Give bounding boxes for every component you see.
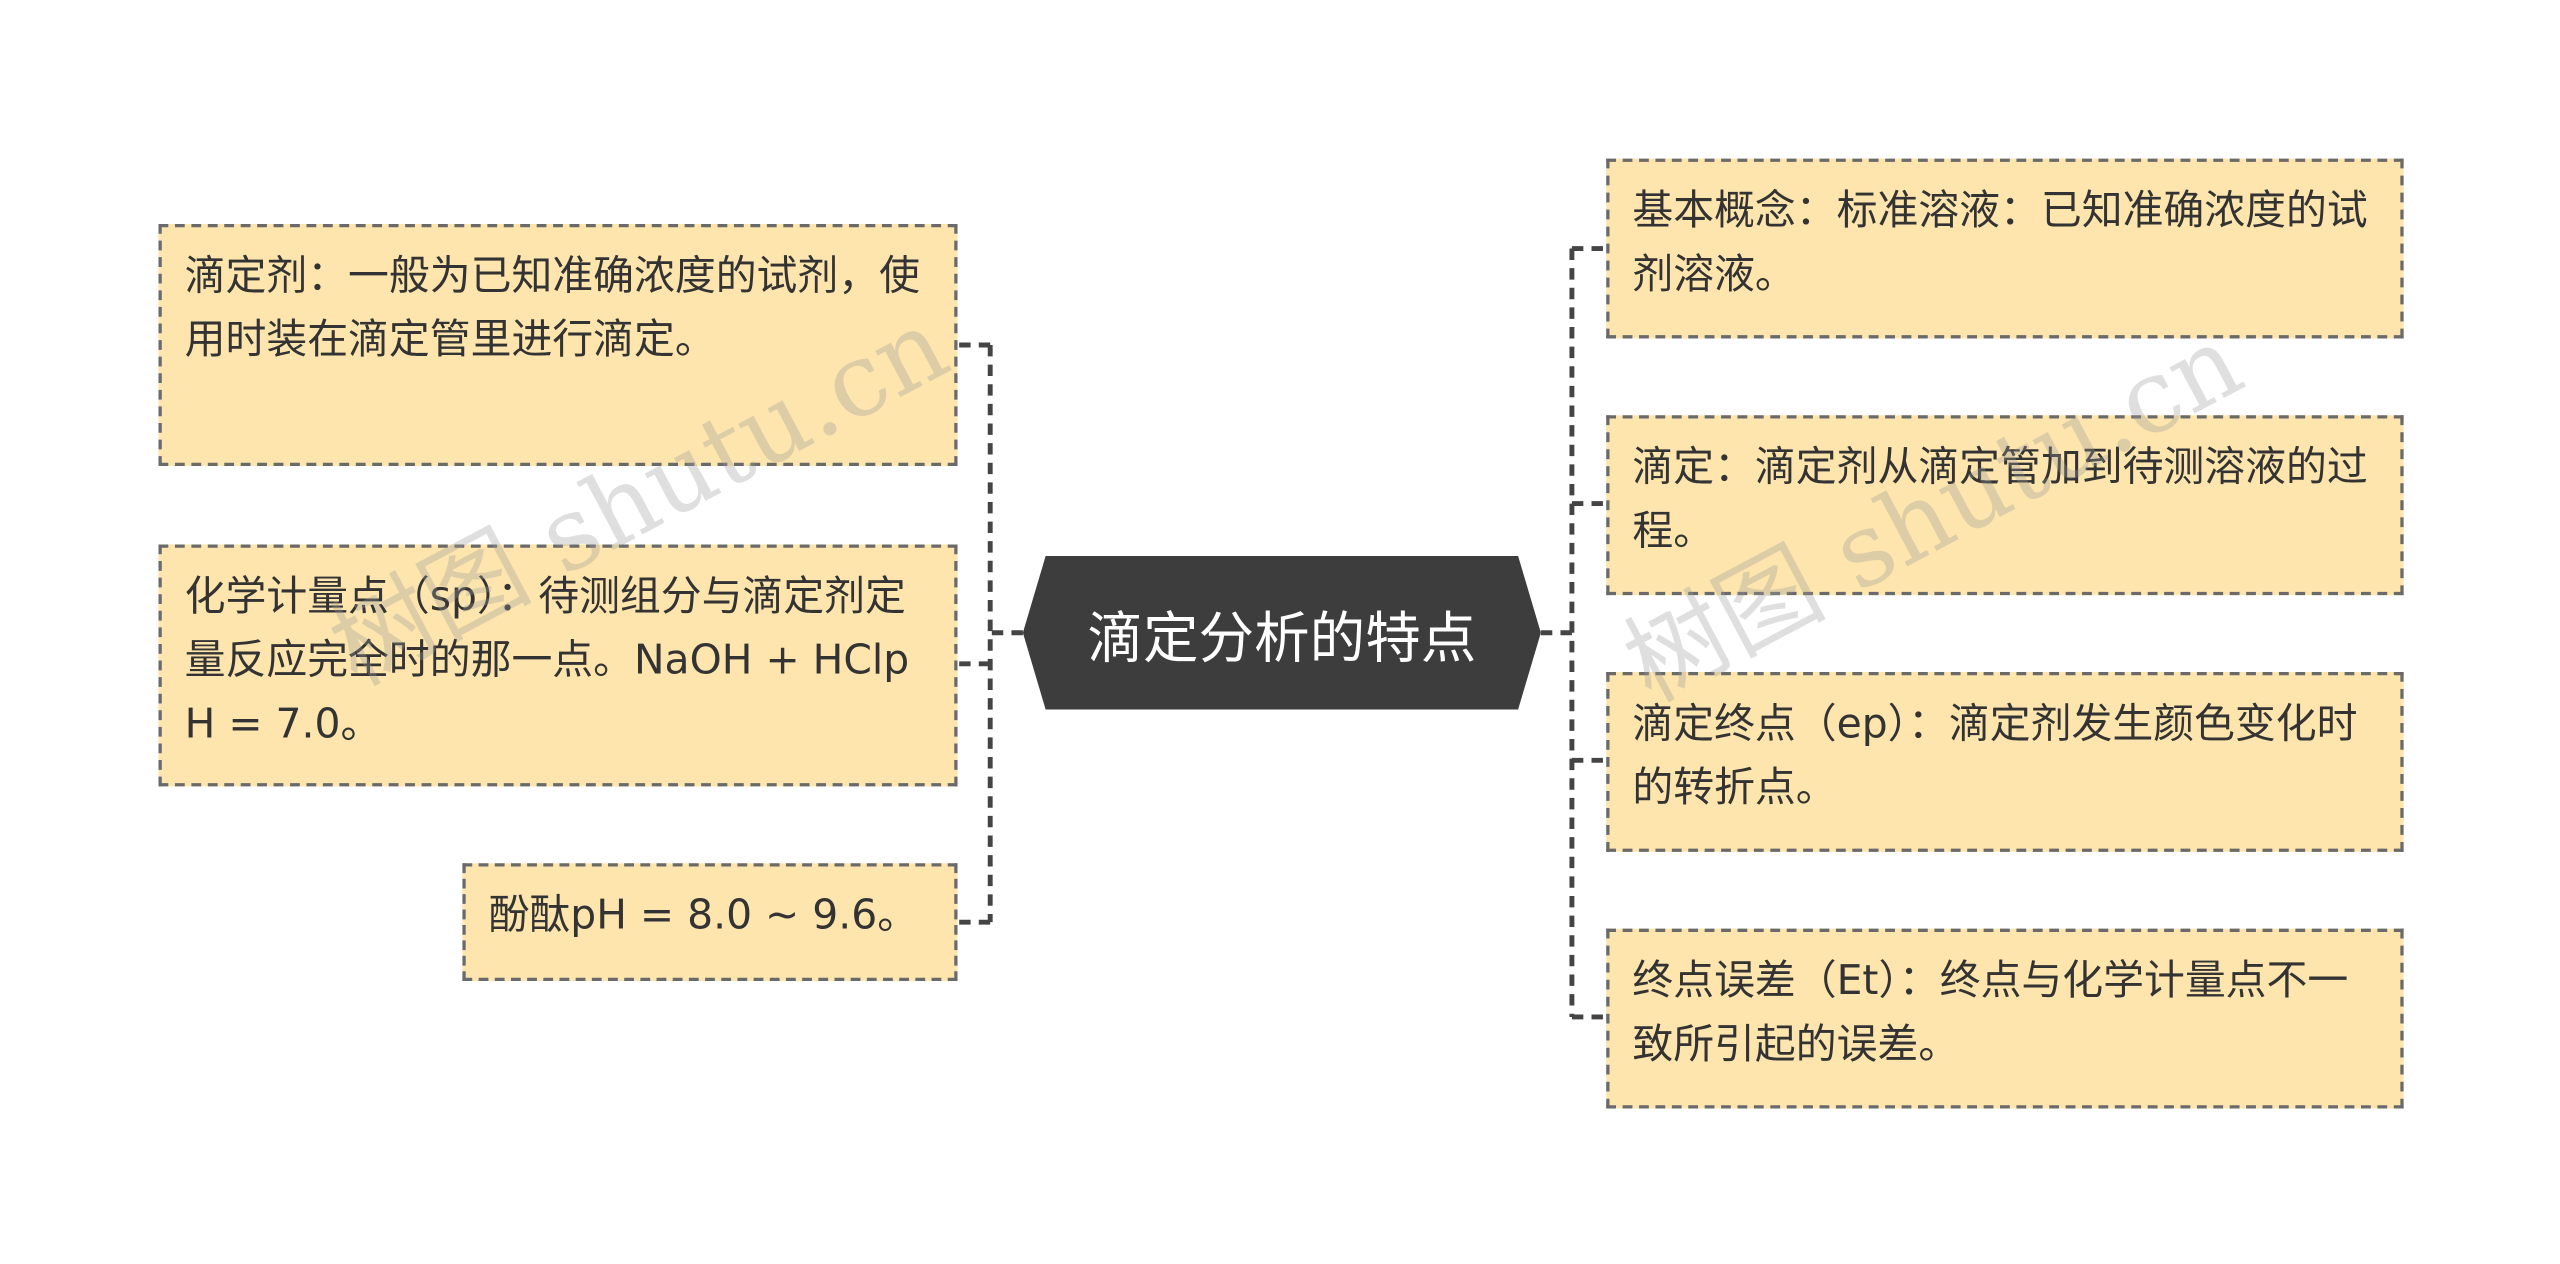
left-node-stoichiometric-point[interactable]: 化学计量点（sp）：待测组分与滴定剂定量反应完全时的那一点。NaOH + HCl… bbox=[158, 544, 958, 787]
central-topic[interactable]: 滴定分析的特点 bbox=[1022, 555, 1541, 710]
right-node-titration[interactable]: 滴定：滴定剂从滴定管加到待测溶液的过程。 bbox=[1606, 415, 2404, 596]
left-node-phenolphthalein[interactable]: 酚酞pH = 8.0 ~ 9.6。 bbox=[462, 863, 958, 981]
right-node-end-point-error[interactable]: 终点误差（Et）：终点与化学计量点不一致所引起的误差。 bbox=[1606, 928, 2404, 1109]
right-node-end-point[interactable]: 滴定终点（ep）：滴定剂发生颜色变化时的转折点。 bbox=[1606, 671, 2404, 852]
right-node-basic-concept[interactable]: 基本概念：标准溶液：已知准确浓度的试剂溶液。 bbox=[1606, 158, 2404, 339]
left-node-titrant[interactable]: 滴定剂：一般为已知准确浓度的试剂，使用时装在滴定管里进行滴定。 bbox=[158, 223, 958, 466]
